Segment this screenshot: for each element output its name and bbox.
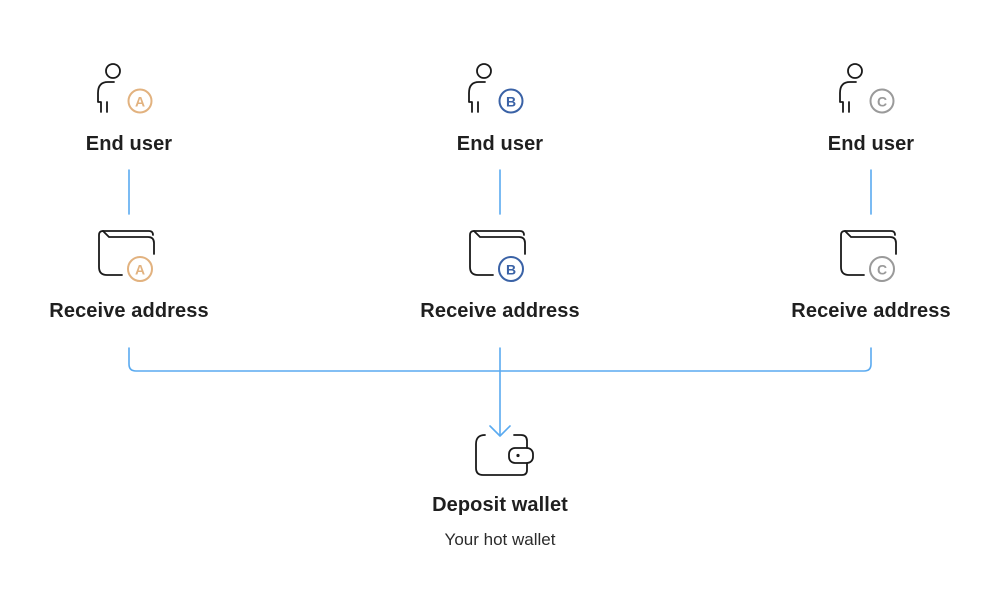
badge-letter: C <box>877 262 887 278</box>
badge-letter: C <box>877 94 887 110</box>
end-user-label: End user <box>827 133 915 155</box>
badge-c <box>869 256 895 282</box>
receive-address-label: Receive address <box>49 300 209 322</box>
badge-letter: B <box>506 262 516 278</box>
arrow-head <box>489 425 511 437</box>
badge-a <box>127 256 153 282</box>
person-icon: A <box>97 63 153 114</box>
end-user-label: End user <box>456 133 544 155</box>
deposit-wallet-subtitle: Your hot wallet <box>444 530 556 549</box>
end-user-label: End user <box>85 133 173 155</box>
person-icon: B <box>468 63 524 114</box>
receive-address-label: Receive address <box>791 300 951 322</box>
badge-letter: A <box>135 94 145 110</box>
person-icon: C <box>839 63 895 114</box>
badge-letter: B <box>506 94 516 110</box>
badge-b <box>498 256 524 282</box>
deposit-wallet-title: Deposit wallet <box>432 494 568 516</box>
badge-letter: A <box>135 262 145 278</box>
badge-b <box>498 88 524 114</box>
receive-address-wallet-icon: B <box>469 230 526 282</box>
receive-address-wallet-icon: A <box>98 230 155 282</box>
receive-address-label: Receive address <box>420 300 580 322</box>
deposit-wallet-icon <box>475 434 534 476</box>
badge-a <box>127 88 153 114</box>
receive-address-wallet-icon: C <box>840 230 897 282</box>
badge-c <box>869 88 895 114</box>
